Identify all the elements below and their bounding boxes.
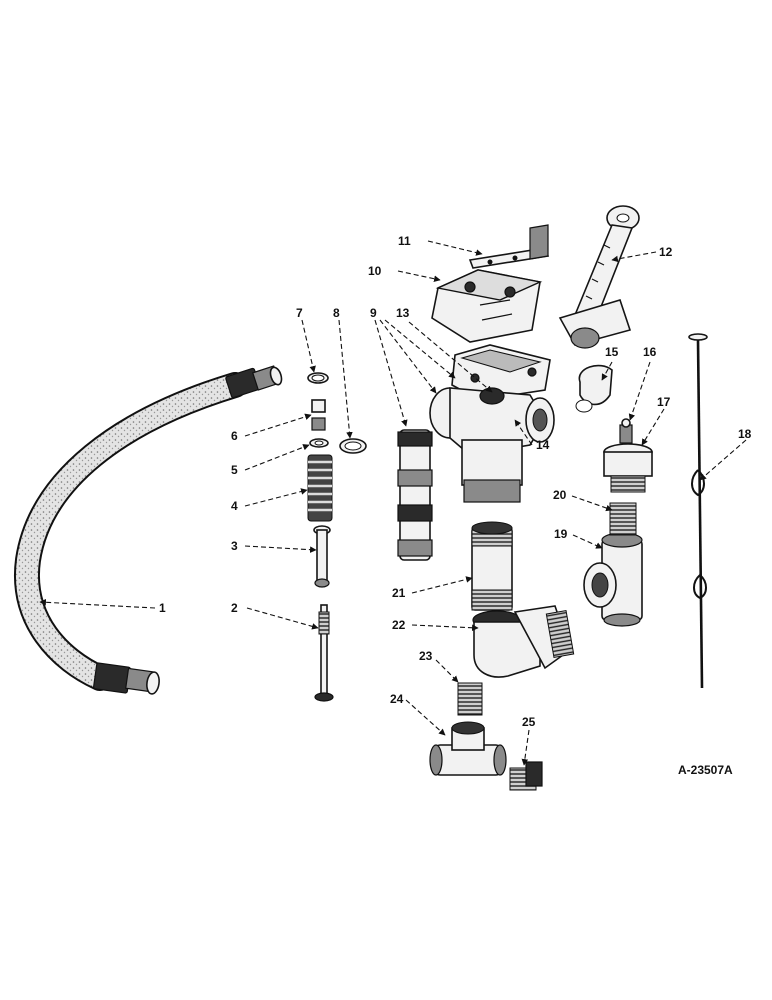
callout-8: 8 <box>333 306 340 320</box>
part-16-grease-fitting <box>619 418 633 444</box>
callout-9: 9 <box>370 306 377 320</box>
callout-2: 2 <box>231 601 238 615</box>
callout-21: 21 <box>392 586 406 600</box>
callout-1: 1 <box>159 601 166 615</box>
part-7-ring <box>307 372 329 384</box>
callout-5: 5 <box>231 463 238 477</box>
callout-11: 11 <box>398 234 411 248</box>
part-17-cup <box>603 443 653 493</box>
part-20-nipple <box>609 502 637 536</box>
callout-13: 13 <box>396 306 410 320</box>
part-3-pin <box>313 525 331 588</box>
part-14-valve-body <box>429 387 555 503</box>
part-11-bracket <box>468 224 550 269</box>
leader-lines <box>39 240 747 766</box>
callout-7: 7 <box>296 306 303 320</box>
part-4-spring <box>307 454 333 522</box>
part-9-valve-spool <box>397 429 433 561</box>
callout-3: 3 <box>231 539 238 553</box>
callout-12: 12 <box>659 245 673 259</box>
callout-14: 14 <box>536 438 550 452</box>
part-8-gasket <box>339 438 367 454</box>
part-25-plug <box>509 761 543 791</box>
part-19-tee <box>583 532 643 627</box>
part-21-pipe <box>471 521 513 611</box>
drawing-number: A-23507A <box>678 763 733 777</box>
part-6-block <box>311 399 326 431</box>
part-22-street-elbow <box>472 605 575 678</box>
part-18-rod <box>688 333 708 689</box>
part-2-long-bolt <box>314 604 334 702</box>
callout-17: 17 <box>657 395 671 409</box>
hose-lower-fitting <box>93 662 160 695</box>
part-24-tee <box>429 721 507 776</box>
callout-20: 20 <box>553 488 567 502</box>
part-10-valve-cover <box>431 269 543 343</box>
callout-10: 10 <box>368 264 382 278</box>
callout-15: 15 <box>605 345 619 359</box>
callout-19: 19 <box>554 527 568 541</box>
part-1-hose <box>13 365 283 695</box>
callout-6: 6 <box>231 429 238 443</box>
callout-24: 24 <box>390 692 404 706</box>
callout-25: 25 <box>522 715 536 729</box>
part-12-lever-arm <box>558 205 640 349</box>
hose-upper-fitting <box>225 365 283 399</box>
callout-23: 23 <box>419 649 433 663</box>
callout-4: 4 <box>231 499 238 513</box>
callout-labels: 1 2 3 4 5 6 7 8 9 10 11 12 13 14 15 16 1… <box>159 234 752 777</box>
callout-18: 18 <box>738 427 752 441</box>
callout-22: 22 <box>392 618 406 632</box>
part-13-valve-top <box>451 344 551 401</box>
part-5-washer <box>309 438 329 448</box>
part-23-short-nipple <box>457 682 483 716</box>
callout-16: 16 <box>643 345 657 359</box>
